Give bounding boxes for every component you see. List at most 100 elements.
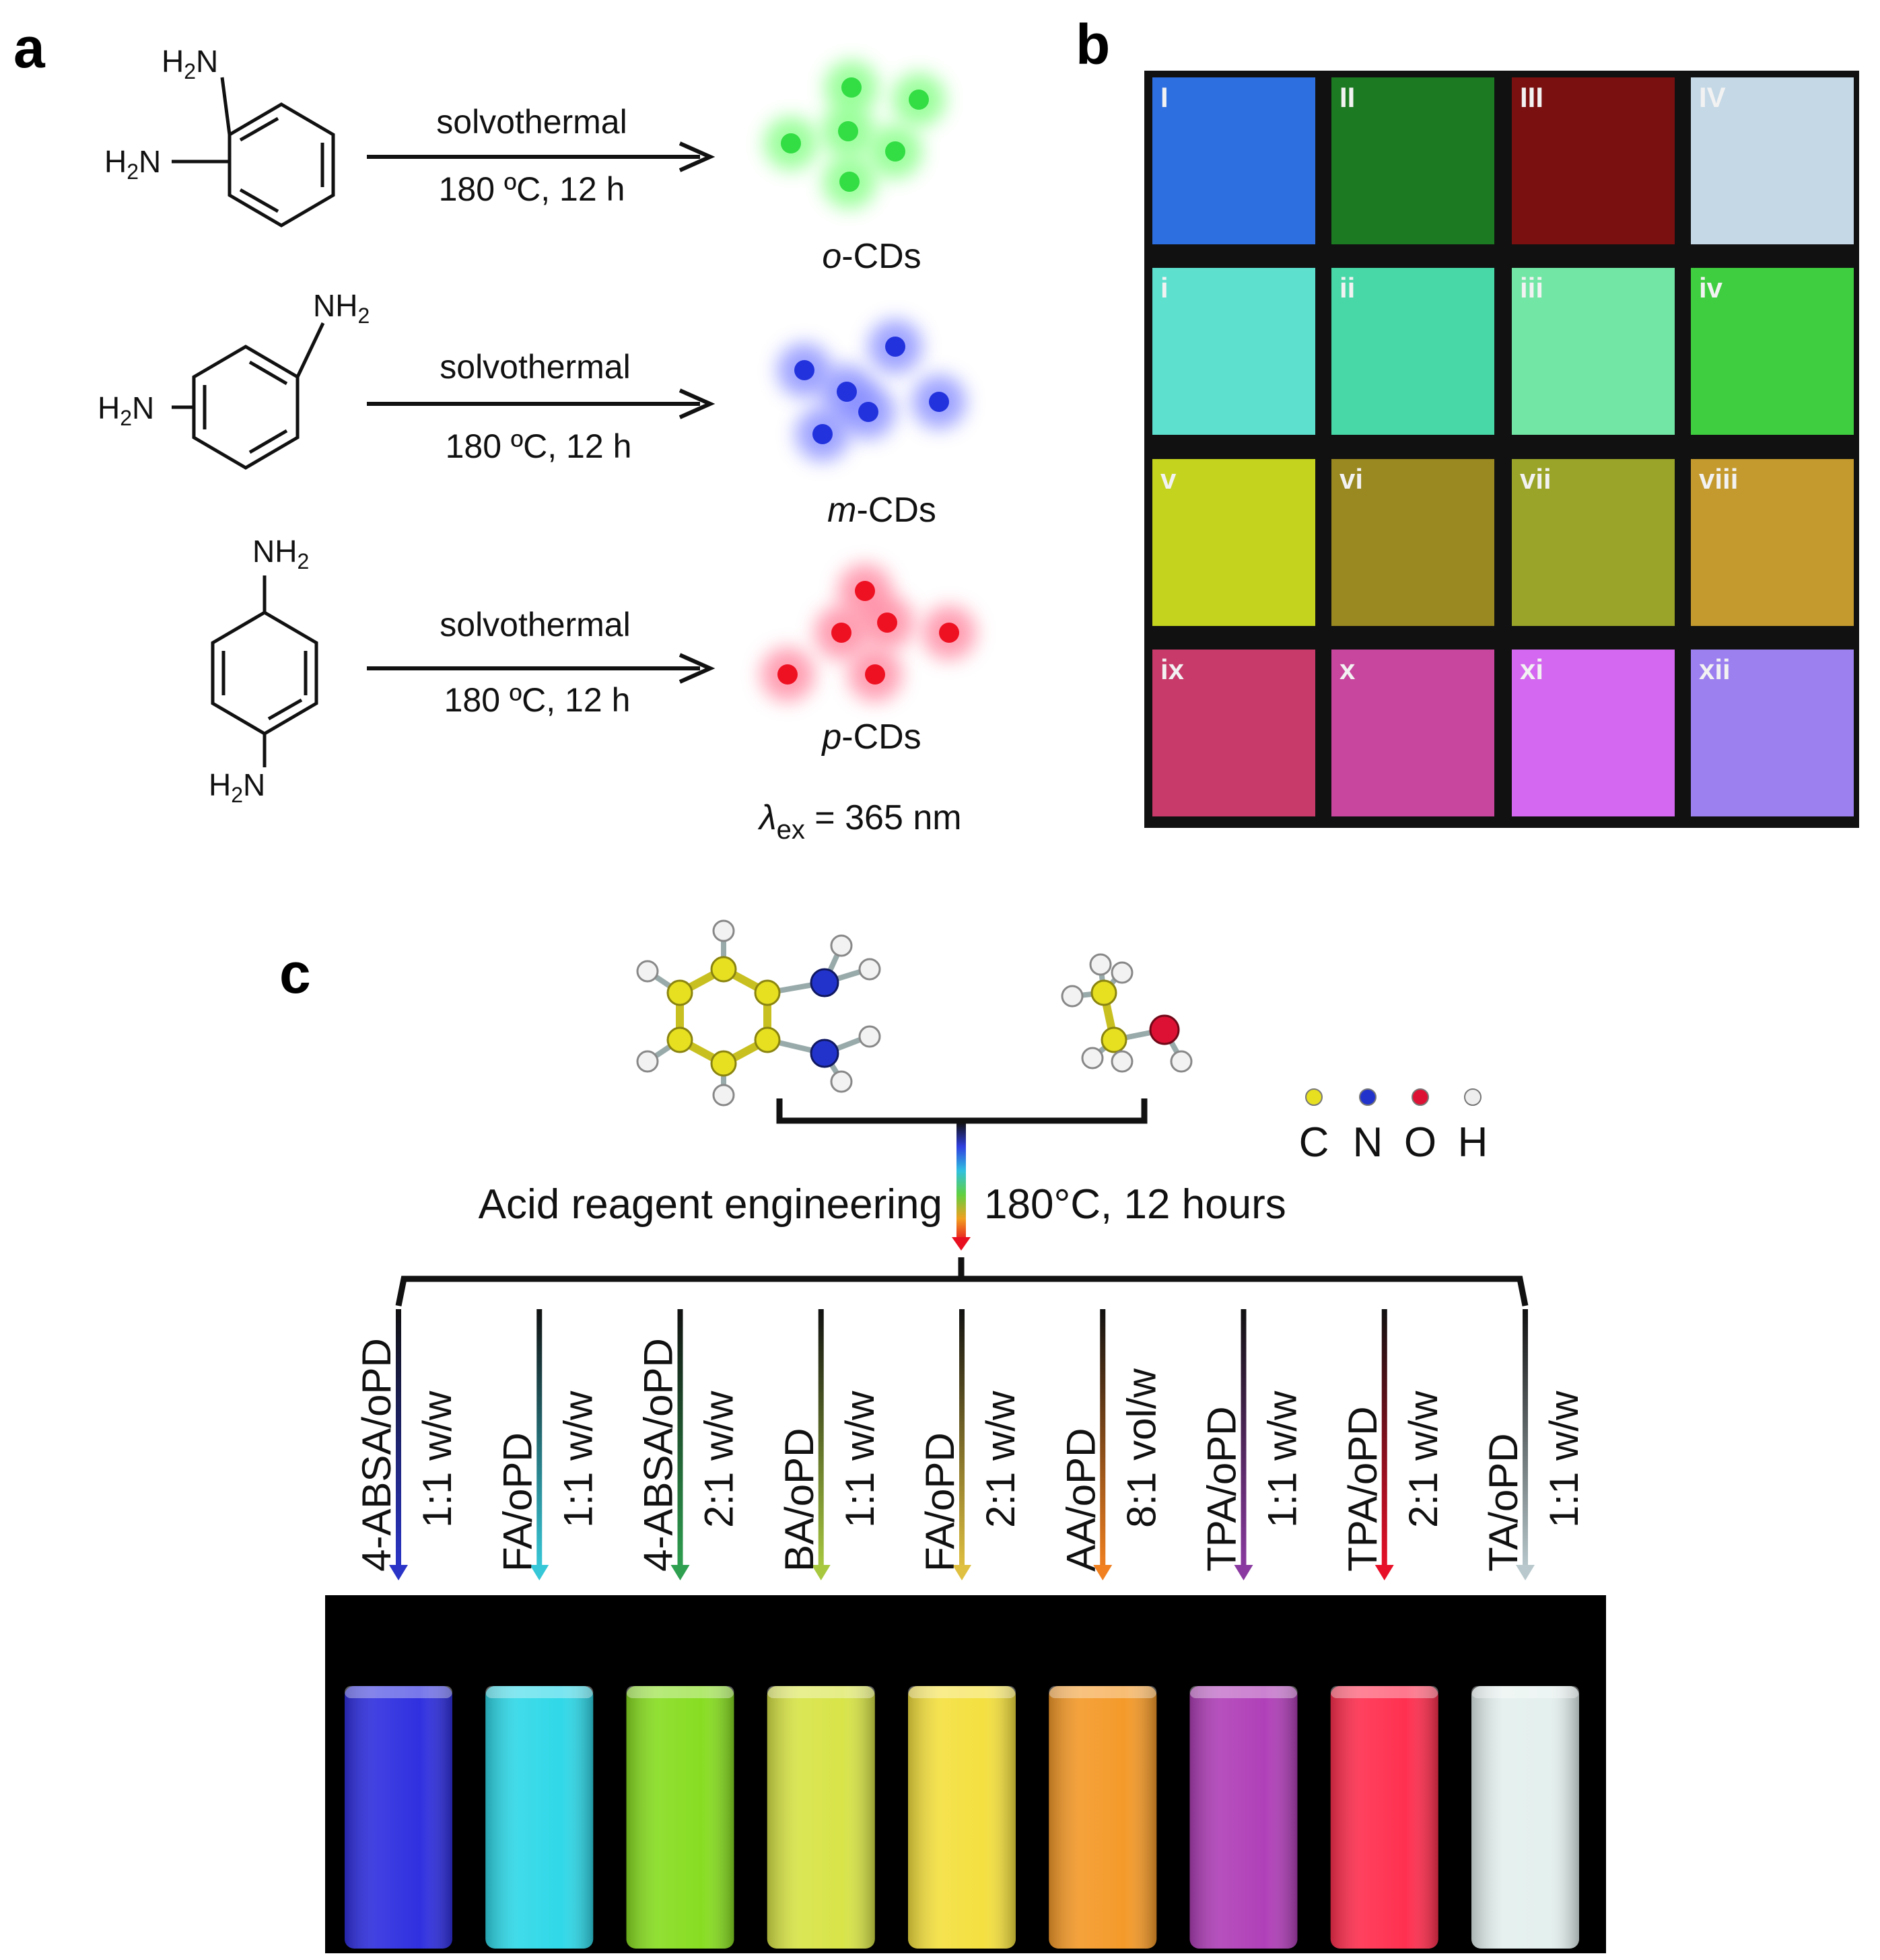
product-label-meta: m-CDs: [827, 491, 936, 530]
tile-label: xi: [1520, 654, 1543, 685]
amine-label-top: NH2: [313, 288, 370, 328]
tile-label: ix: [1160, 654, 1185, 685]
carbon-dot: [909, 90, 929, 110]
tile-label: iv: [1699, 272, 1723, 304]
tile-swatch: [1331, 459, 1494, 626]
carbon-dot: [839, 172, 860, 192]
reaction-arrow-meta: [367, 388, 716, 419]
tile-label: v: [1160, 463, 1177, 495]
reagent-label: AA/oPD: [1058, 1428, 1103, 1572]
tile-label: i: [1160, 272, 1169, 304]
atom-legend-item: H: [1458, 1088, 1488, 1166]
vial-row: [345, 1686, 1579, 1949]
arrow-head: [670, 1565, 690, 1580]
vial-meniscus: [345, 1686, 452, 1698]
reagent-label: FA/oPD: [495, 1432, 540, 1572]
vial-shading: [1471, 1686, 1579, 1949]
condition-temp-time: 180 ºC, 12 h: [446, 427, 632, 465]
tile-swatch: [1152, 650, 1315, 816]
product-label-ortho: o-CDs: [822, 237, 921, 276]
condition-solvent: solvothermal: [440, 606, 630, 643]
ratio-label: 2:1 w/w: [697, 1391, 742, 1528]
tile-label: x: [1339, 654, 1356, 685]
vial-meniscus: [485, 1686, 594, 1698]
reaction-ortho: H2N H2N solvothermal 180 ºC, 12 h o-CDs: [104, 44, 946, 276]
arrow-shaft: [1381, 1309, 1387, 1568]
condition-solvent: solvothermal: [440, 348, 630, 386]
cds-dots-ortho: [764, 61, 946, 209]
tile-swatch: [1691, 650, 1854, 816]
opd-molecule-model: [636, 919, 881, 1107]
arrow-shaft: [1241, 1309, 1247, 1568]
arrow-head: [1374, 1565, 1394, 1580]
carbon-dot: [855, 581, 875, 601]
carbon-dot: [858, 402, 878, 422]
ratio-label: 1:1 w/w: [1260, 1391, 1305, 1528]
atom-swatch: [1412, 1088, 1429, 1106]
tile-label: iii: [1520, 272, 1543, 304]
ratio-label: 1:1 w/w: [555, 1391, 600, 1528]
reactant-bracket: [776, 1098, 1148, 1124]
color-tile: III: [1512, 77, 1675, 244]
ratio-label: 1:1 w/w: [837, 1391, 882, 1528]
tile-label: vi: [1339, 463, 1363, 495]
vial: [1189, 1686, 1298, 1949]
carbon-dot: [877, 612, 897, 633]
carbon-dot: [837, 382, 857, 402]
carbon-dot: [838, 121, 858, 141]
atom-legend-item: N: [1353, 1088, 1383, 1166]
color-tile: ii: [1331, 268, 1494, 435]
color-tile: x: [1331, 650, 1494, 816]
vial: [908, 1686, 1016, 1949]
vial-shading: [767, 1686, 875, 1949]
tile-label: xii: [1699, 654, 1731, 685]
condition-arrow: AA/oPD 8:1 vol/w: [1058, 1309, 1164, 1580]
reagent-label: TA/oPD: [1481, 1433, 1526, 1572]
vial-meniscus: [767, 1686, 875, 1698]
vial-shading: [1189, 1686, 1298, 1949]
arrow-head: [1093, 1565, 1113, 1580]
color-tile: vi: [1331, 459, 1494, 626]
benzene-ring-ortho: [172, 77, 335, 228]
carbon-dot: [885, 337, 905, 357]
distribution-bracket: [395, 1257, 1529, 1306]
ratio-label: 1:1 w/w: [1541, 1391, 1587, 1528]
vial-shading: [626, 1686, 734, 1949]
carbon-dot: [794, 360, 814, 380]
process-label-left: Acid reagent engineering: [479, 1181, 942, 1228]
vial-shading: [908, 1686, 1016, 1949]
rainbow-arrow-head: [952, 1237, 971, 1251]
arrow-head: [952, 1565, 971, 1580]
vial: [767, 1686, 875, 1949]
color-tile: iii: [1512, 268, 1675, 435]
panel-a: a H2N H2N solvothermal 180 ºC, 12 h o-CD…: [13, 16, 976, 845]
vial-meniscus: [1330, 1686, 1438, 1698]
tile-swatch: [1691, 459, 1854, 626]
tile-swatch: [1152, 268, 1315, 435]
tile-label: viii: [1699, 463, 1738, 495]
vial-meniscus: [1471, 1686, 1579, 1698]
color-tile: IV: [1691, 77, 1854, 244]
tile-swatch: [1331, 268, 1494, 435]
amine-label-left: H2N: [98, 390, 154, 430]
tile-label: vii: [1520, 463, 1552, 495]
atom-swatch: [1305, 1088, 1323, 1106]
vial: [1471, 1686, 1579, 1949]
ratio-label: 8:1 vol/w: [1119, 1368, 1164, 1528]
tile-swatch: [1691, 268, 1854, 435]
panel-letter-a: a: [13, 16, 46, 79]
ratio-label: 1:1 w/w: [415, 1391, 460, 1528]
color-tile: i: [1152, 268, 1315, 435]
vial-meniscus: [1049, 1686, 1157, 1698]
rainbow-process-arrow: [956, 1123, 966, 1242]
vial-meniscus: [908, 1686, 1016, 1698]
arrow-shaft: [677, 1309, 683, 1568]
arrow-head: [530, 1565, 549, 1580]
arrow-head: [811, 1565, 831, 1580]
